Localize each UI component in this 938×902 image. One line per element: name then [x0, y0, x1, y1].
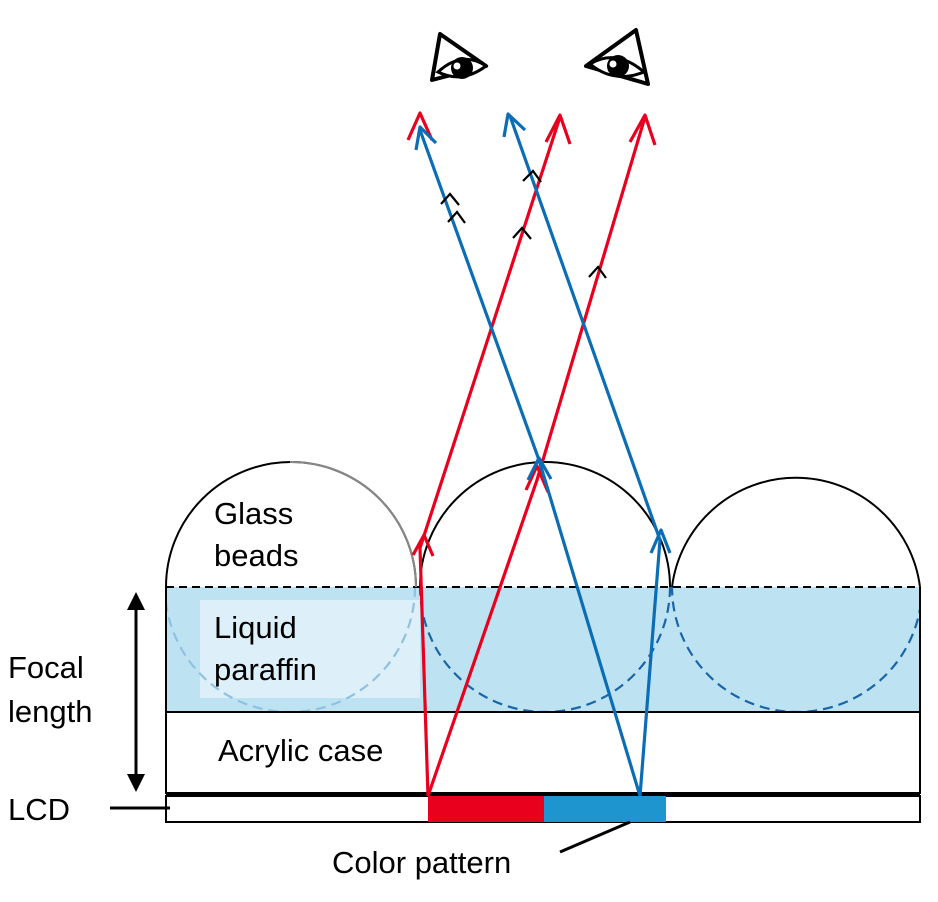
liquid-paraffin-label-line1: Liquid	[214, 610, 297, 645]
lcd-label: LCD	[8, 792, 70, 827]
red-ray-1	[418, 116, 562, 797]
red-rays	[406, 111, 657, 797]
red-ray-1-refraction-arrow	[406, 111, 434, 141]
glass-beads-label-line2: beads	[214, 538, 298, 573]
focal-length-label-line2: length	[8, 694, 92, 729]
red-pixel	[428, 796, 544, 822]
glass-bead-1-right-rim	[289, 460, 417, 588]
focal-length-arrow	[127, 592, 145, 792]
blue-rays	[414, 112, 672, 797]
liquid-paraffin-label-line2: paraffin	[214, 652, 317, 687]
right-eye-icon	[584, 28, 650, 86]
red-ray-2	[426, 116, 647, 797]
color-pattern-pointer	[559, 820, 631, 854]
glass-beads-label-line1: Glass	[214, 496, 293, 531]
color-pattern-label: Color pattern	[332, 845, 511, 880]
glass-bead-3	[671, 476, 921, 588]
focal-length-label-line1: Focal	[8, 650, 84, 685]
left-eye-icon	[430, 32, 489, 82]
direction-chevrons	[440, 169, 607, 279]
liquid-paraffin-label-bg	[200, 600, 420, 698]
blue-pixel	[544, 796, 666, 822]
acrylic-case-label: Acrylic case	[218, 733, 383, 768]
blue-ray-2	[508, 115, 662, 797]
